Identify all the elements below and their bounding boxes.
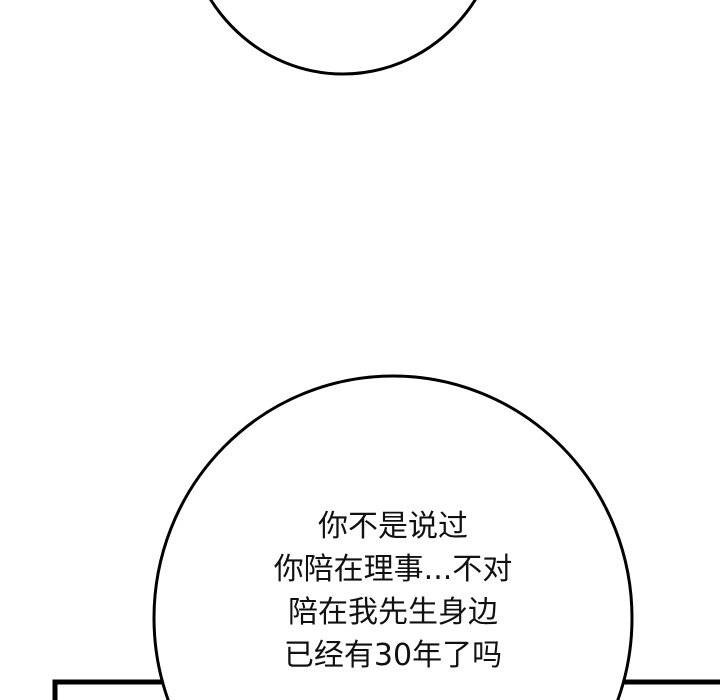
dialogue-line: 已经有30年了吗 — [283, 638, 503, 673]
dialogue-line: 你陪在理事...不对 — [273, 552, 513, 587]
speech-bubble-text: 你不是说过 你陪在理事...不对 陪在我先生身边 已经有30年了吗 — [243, 505, 543, 677]
speech-bubble-bottom — [152, 374, 634, 700]
dialogue-line: 你不是说过 — [318, 509, 468, 544]
dialogue-line: 陪在我先生身边 — [288, 595, 498, 630]
speech-bubble-top — [209, 0, 477, 76]
